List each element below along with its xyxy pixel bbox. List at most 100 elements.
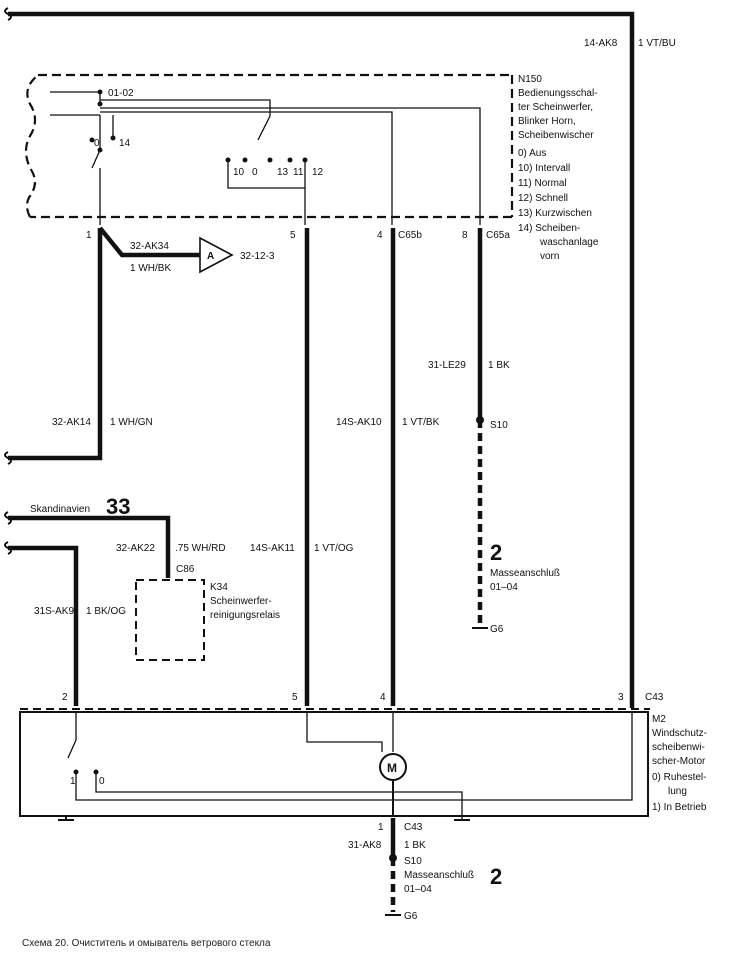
wire-14s-ak10: 14S-AK10 1 VT/BK bbox=[336, 228, 440, 706]
wire-32-ak34: A 32-AK34 1 WH/BK 32-12-3 bbox=[98, 226, 275, 274]
ground-name-bottom: Masseanschluß bbox=[404, 870, 474, 881]
switch-n150-name-1: Bedienungsschal- bbox=[518, 88, 598, 99]
ground-branch-bottom: 1 C43 31-AK8 1 BK S10 Masseanschluß 2 01… bbox=[348, 818, 502, 922]
connector-a-shape bbox=[199, 236, 234, 274]
switch-n150-pos-11: 11) Normal bbox=[518, 178, 567, 189]
wire-31-le29-spec: 1 BK bbox=[488, 360, 510, 371]
wire-14s-ak11-id: 14S-AK11 bbox=[250, 543, 295, 554]
switch-n150-name-3: Blinker Horn, bbox=[518, 116, 576, 127]
wire-32-ak22: Skandinavien 33 32-AK22 .75 WH/RD C86 bbox=[4, 494, 226, 578]
switch-n150-pos-14: 14) Scheiben- bbox=[518, 223, 580, 234]
pin-3-bottom: 3 bbox=[618, 692, 624, 703]
pin-4-bottom: 4 bbox=[380, 692, 386, 703]
motor-m2-housing bbox=[19, 711, 649, 817]
wire-32-ak14: 32-AK14 1 WH/GN bbox=[4, 228, 153, 465]
relay-k34-name-2: reinigungsrelais bbox=[210, 610, 280, 621]
ground-number-bottom: 2 bbox=[490, 864, 502, 889]
contact-12-label: 12 bbox=[312, 167, 324, 178]
wire-31-ak8-id: 31-AK8 bbox=[348, 840, 382, 851]
ground-g6-bottom: G6 bbox=[404, 911, 418, 922]
pin-1-top: 1 bbox=[86, 230, 92, 241]
contact-11-label: 11 bbox=[293, 167, 304, 178]
switch-n150-id: N150 bbox=[518, 74, 542, 85]
pin-5-top: 5 bbox=[290, 230, 296, 241]
motor-m2-pos-0-cont: lung bbox=[668, 786, 687, 797]
wire-31-ak8-spec: 1 BK bbox=[404, 840, 426, 851]
motor-m2-pos-0: 0) Ruhestel- bbox=[652, 772, 706, 783]
switch-n150-pos-0: 0) Aus bbox=[518, 148, 546, 159]
connector-c65b: C65b bbox=[398, 230, 422, 241]
ground-branch-top: 31-LE29 1 BK S10 2 Masseanschluß 01–04 G… bbox=[428, 228, 560, 635]
wire-14s-ak10-id: 14S-AK10 bbox=[336, 417, 382, 428]
splice-s10-bottom: S10 bbox=[404, 856, 422, 867]
relay-k34-name-1: Scheinwerfer- bbox=[210, 596, 272, 607]
wire-14s-ak11: 14S-AK11 1 VT/OG bbox=[250, 228, 354, 706]
ground-g6-top: G6 bbox=[490, 624, 504, 635]
switch-n150-housing bbox=[24, 73, 514, 219]
motor-m2-pos-1: 1) In Betrieb bbox=[652, 802, 707, 813]
switch-n150-name-2: ter Scheinwerfer, bbox=[518, 102, 593, 113]
wire-14s-ak11-spec: 1 VT/OG bbox=[314, 543, 354, 554]
motor-contact-1: 1 bbox=[70, 776, 76, 787]
contact-0b-label: 0 bbox=[252, 167, 258, 178]
wire-14s-ak10-spec: 1 VT/BK bbox=[402, 417, 440, 428]
connector-a-label: A bbox=[207, 251, 214, 262]
relay-k34-box bbox=[135, 579, 205, 661]
connector-c86: C86 bbox=[176, 564, 195, 575]
wire-31s-ak9-id: 31S-AK9 bbox=[34, 606, 74, 617]
switch-n150-pos-12: 12) Schnell bbox=[518, 193, 568, 204]
connector-c65a: C65a bbox=[486, 230, 510, 241]
contact-0-label: 0 bbox=[94, 138, 100, 149]
motor-m2-name-2: scheibenwi- bbox=[652, 742, 705, 753]
connector-a-ref: 32-12-3 bbox=[240, 251, 275, 262]
wire-32-ak34-id: 32-AK34 bbox=[130, 241, 169, 252]
pin-5-bottom: 5 bbox=[292, 692, 298, 703]
motor-m2-symbol: M bbox=[387, 761, 397, 775]
motor-m2: M 1 0 M2 Windschutz- scheibenwi- scher-M… bbox=[19, 711, 707, 821]
ground-number-top: 2 bbox=[490, 540, 502, 565]
scandinavia-label: Skandinavien bbox=[30, 504, 90, 515]
motor-m2-name-3: scher-Motor bbox=[652, 756, 706, 767]
wire-32-ak22-id: 32-AK22 bbox=[116, 543, 155, 554]
splice-s10-top: S10 bbox=[490, 420, 508, 431]
wire-31s-ak9: 31S-AK9 1 BK/OG bbox=[4, 541, 126, 706]
connector-c43-top: C43 bbox=[645, 692, 664, 703]
switch-n150-pos-10: 10) Intervall bbox=[518, 163, 570, 174]
wire-31-le29-id: 31-LE29 bbox=[428, 360, 466, 371]
motor-contact-0: 0 bbox=[99, 776, 105, 787]
motor-connector-row: 2 5 4 3 C43 bbox=[20, 692, 664, 710]
wire-32-ak22-spec: .75 WH/RD bbox=[175, 543, 226, 554]
figure-caption: Схема 20. Очиститель и омыватель ветрово… bbox=[22, 938, 271, 949]
contact-14-label: 14 bbox=[119, 138, 131, 149]
ground-code-bottom: 01–04 bbox=[404, 884, 432, 895]
relay-k34: K34 Scheinwerfer- reinigungsrelais bbox=[135, 579, 280, 661]
switch-n150-pins: 1 5 4 C65b 8 C65a bbox=[86, 230, 510, 241]
wire-31s-ak9-spec: 1 BK/OG bbox=[86, 606, 126, 617]
pin-8-top: 8 bbox=[462, 230, 468, 241]
ground-code-top: 01–04 bbox=[490, 582, 518, 593]
scandinavia-number: 33 bbox=[106, 494, 130, 519]
switch-n150-name-4: Scheibenwischer bbox=[518, 130, 594, 141]
wire-32-ak34-spec: 1 WH/BK bbox=[130, 263, 171, 274]
wire-14-ak8-id: 14-AK8 bbox=[584, 38, 618, 49]
pin-1-ground: 1 bbox=[378, 822, 384, 833]
pin-2-bottom: 2 bbox=[62, 692, 68, 703]
motor-m2-id: M2 bbox=[652, 714, 666, 725]
motor-m2-name-1: Windschutz- bbox=[652, 728, 707, 739]
connector-c43-bottom: C43 bbox=[404, 822, 423, 833]
ground-name-top: Masseanschluß bbox=[490, 568, 560, 579]
relay-k34-id: K34 bbox=[210, 582, 228, 593]
switch-n150-pos-14-cont-1: waschanlage bbox=[539, 237, 599, 248]
switch-n150: 01-02 0 14 10 0 13 11 12 N150 Bedienungs… bbox=[24, 73, 599, 262]
contact-01-02-label: 01-02 bbox=[108, 88, 134, 99]
wire-32-ak14-spec: 1 WH/GN bbox=[110, 417, 153, 428]
contact-13-label: 13 bbox=[277, 167, 289, 178]
wire-14-ak8-spec: 1 VT/BU bbox=[638, 38, 676, 49]
wire-32-ak14-id: 32-AK14 bbox=[52, 417, 91, 428]
switch-n150-pos-13: 13) Kurzwischen bbox=[518, 208, 592, 219]
contact-10-label: 10 bbox=[233, 167, 245, 178]
pin-4-top: 4 bbox=[377, 230, 383, 241]
wire-14-ak8: 14-AK8 1 VT/BU bbox=[4, 7, 676, 708]
switch-n150-pos-14-cont-2: vorn bbox=[540, 251, 559, 262]
